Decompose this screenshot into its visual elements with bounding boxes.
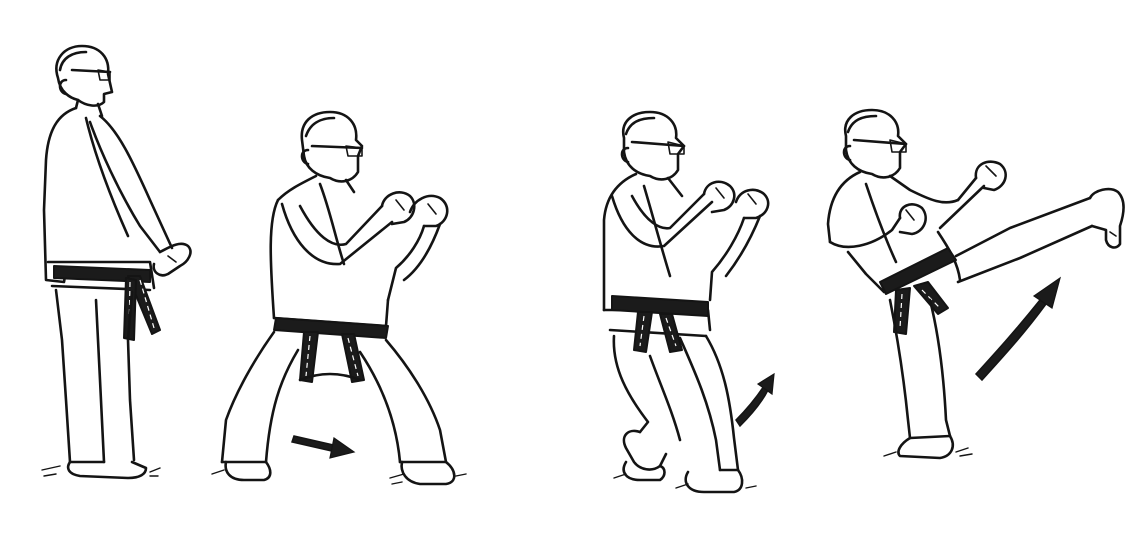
figure-ready-stance	[42, 46, 190, 478]
figure-knee-lift	[604, 112, 768, 492]
figure-horse-stance	[212, 112, 466, 484]
figure-front-kick	[828, 110, 1124, 458]
lift-arrow	[736, 374, 774, 426]
kick-arrow	[976, 278, 1060, 380]
slide-arrow	[292, 436, 354, 458]
